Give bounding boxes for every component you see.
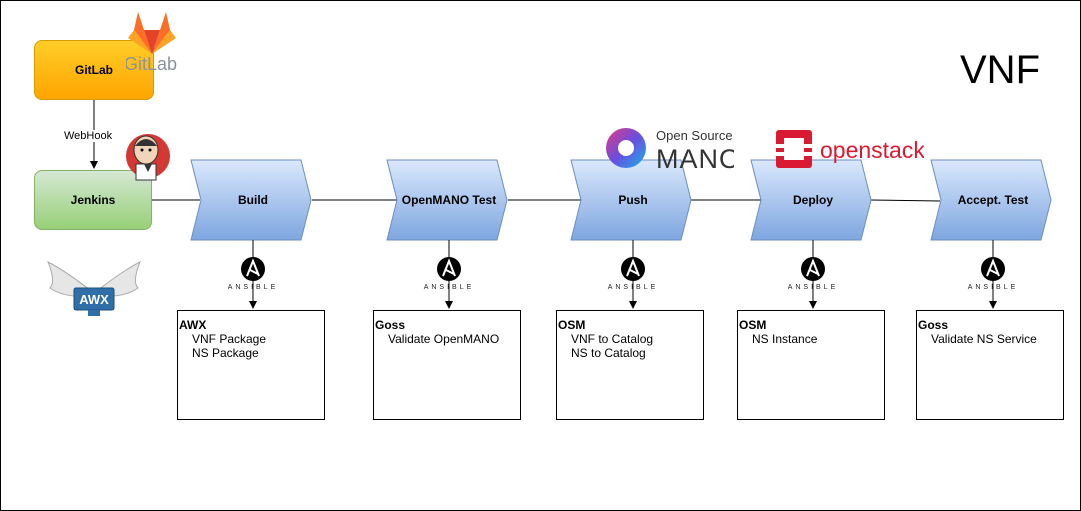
awx-logo-text: AWX <box>79 292 109 307</box>
gitlab-node: GitLab <box>34 40 154 100</box>
note-title: Goss <box>918 318 949 332</box>
webhook-label: WebHook <box>62 130 115 142</box>
ansible-label: ANSIBLE <box>607 284 659 291</box>
ansible-glyph <box>442 258 456 277</box>
ansible-glyph <box>986 258 1000 277</box>
stage-label: Accept. Test <box>957 193 1029 207</box>
note-title: Goss <box>375 318 406 332</box>
stage-shape <box>190 159 312 241</box>
stage-shape <box>750 159 872 241</box>
note-line: Validate NS Service <box>931 332 1037 346</box>
ansible-label: ANSIBLE <box>423 284 475 291</box>
gitlab-label: GitLab <box>75 63 113 77</box>
ansible-glyph <box>626 258 640 277</box>
openstack-logo-icon: openstack <box>776 130 924 168</box>
openstack-logo-text: openstack <box>820 137 924 163</box>
diagram-title: VNF <box>960 48 1040 92</box>
stage-shape <box>386 159 508 241</box>
awx-logo-icon: AWX <box>47 260 141 316</box>
mano-logo-line1: Open Source <box>656 128 733 143</box>
note-line: NS to Catalog <box>571 346 646 360</box>
jenkins-butler-icon <box>126 134 170 181</box>
note-title: AWX <box>179 318 207 332</box>
gitlab-logo-text: GitLab <box>126 54 177 74</box>
edge-deploy-accept <box>869 199 941 202</box>
ansible-label: ANSIBLE <box>227 284 279 291</box>
ansible-glyph <box>806 258 820 277</box>
note-line: NS Package <box>192 346 259 360</box>
stage-shape <box>930 159 1052 241</box>
mano-logo-line2: MANO <box>656 144 734 172</box>
stage-label: OpenMANO Test <box>401 193 497 207</box>
note-line: Validate OpenMANO <box>388 332 500 346</box>
ansible-glyph <box>246 258 260 277</box>
jenkins-node: Jenkins <box>34 170 152 230</box>
gitlab-logo-icon: GitLab <box>126 12 177 74</box>
note-line: NS Instance <box>752 332 818 346</box>
open-source-mano-logo-icon: Open Source MANO <box>606 128 734 172</box>
note-title: OSM <box>558 318 586 332</box>
note-title: OSM <box>739 318 767 332</box>
jenkins-label: Jenkins <box>70 193 116 207</box>
stage-label: Build <box>238 193 268 207</box>
stage-label: Deploy <box>792 193 833 207</box>
note-line: VNF Package <box>192 332 267 346</box>
stage-shape <box>570 159 692 241</box>
note-line: VNF to Catalog <box>571 332 654 346</box>
ansible-label: ANSIBLE <box>967 284 1019 291</box>
stage-label: Push <box>618 193 648 207</box>
ansible-label: ANSIBLE <box>787 284 839 291</box>
